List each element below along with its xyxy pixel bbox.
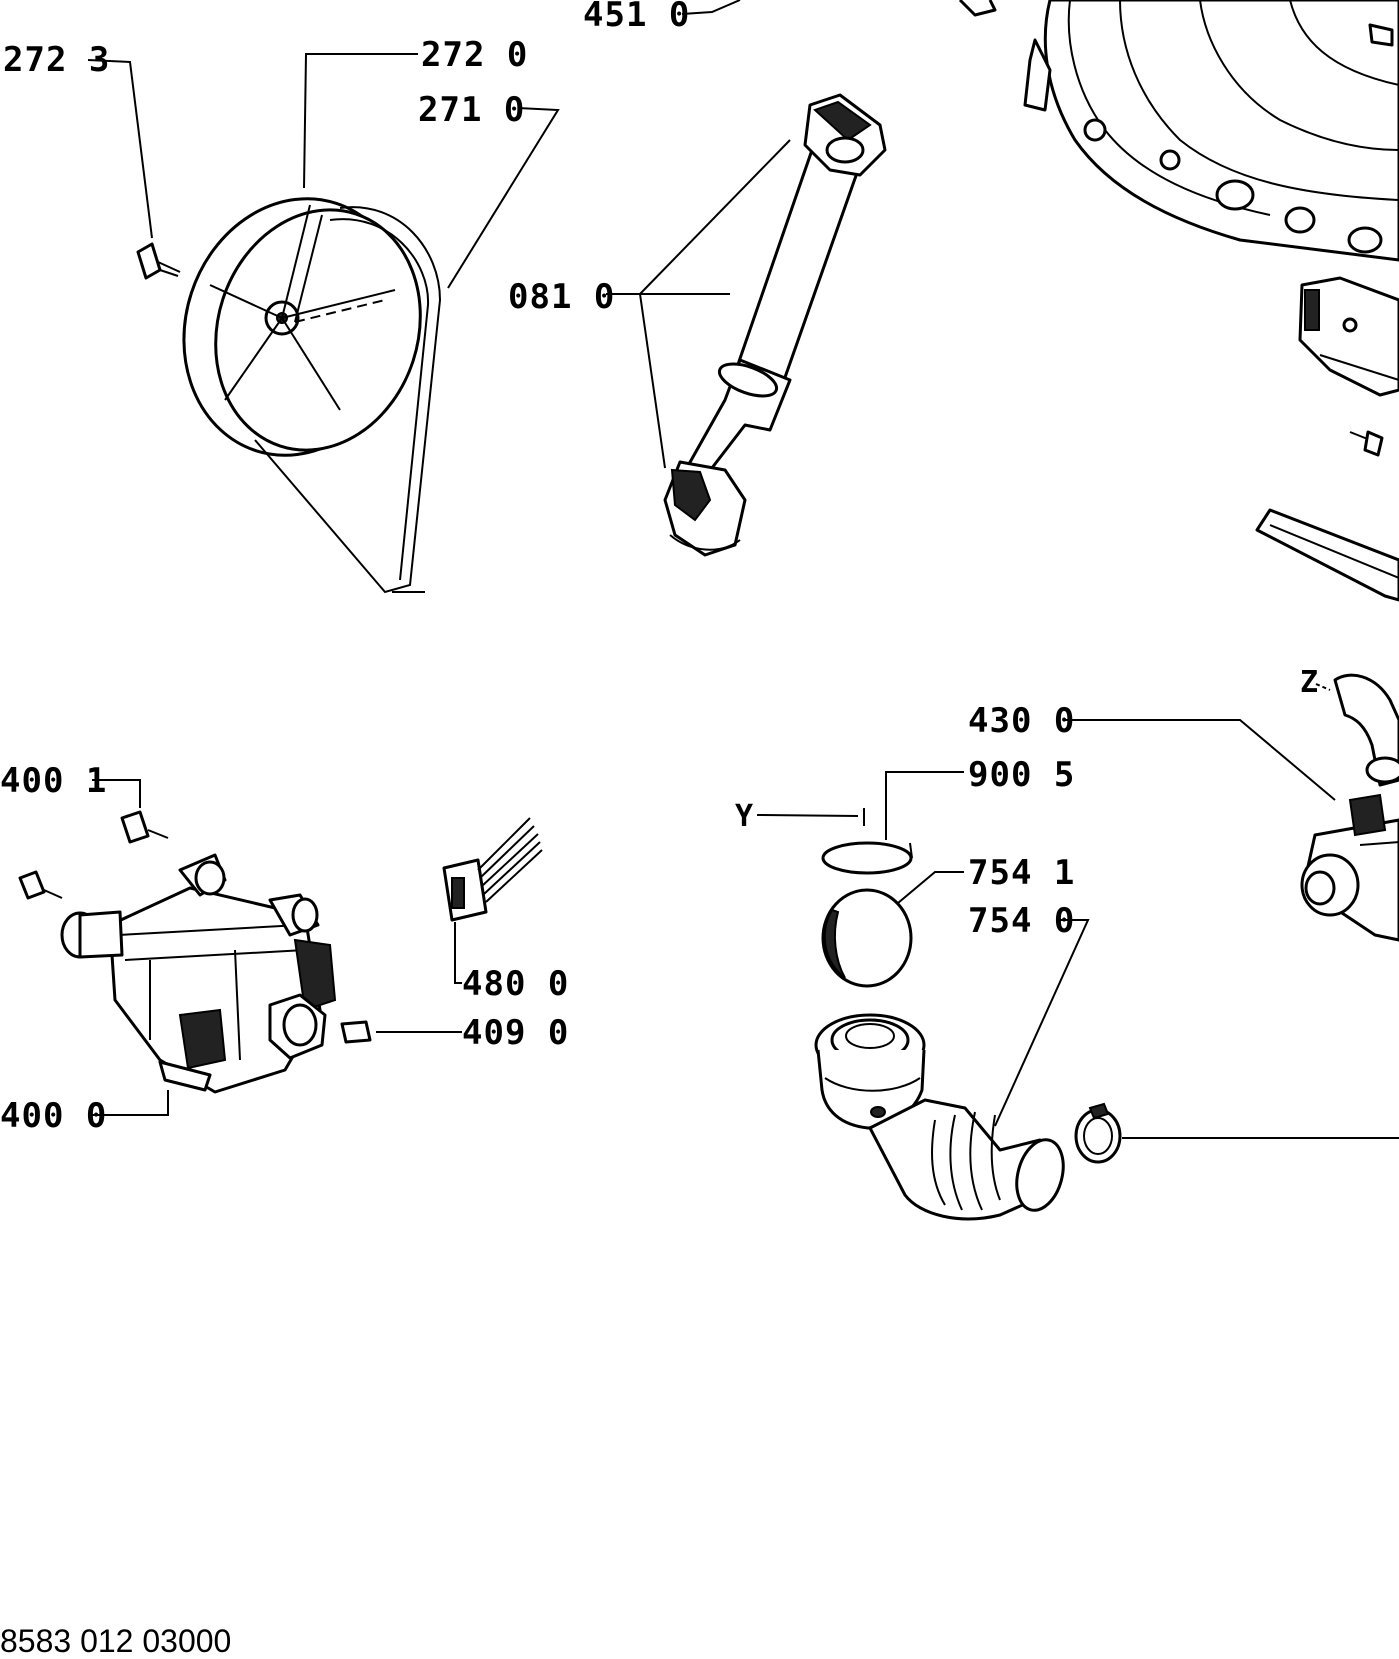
drive-motor: [60, 853, 337, 1094]
drain-ball: [821, 888, 913, 988]
document-number: 8583 012 03000: [0, 1623, 231, 1659]
part-group-400-0: 400 0: [0, 1090, 169, 1136]
label-451-0: 451 0: [583, 0, 690, 35]
pulley-screw: [136, 242, 181, 280]
label-400-0: 400 0: [0, 1096, 107, 1136]
bracket-screw: [1349, 430, 1384, 457]
motor-connector: [442, 817, 543, 922]
part-group-y: Y: [735, 799, 865, 834]
label-271-0: 271 0: [418, 90, 525, 130]
part-group-451-0: 451 0: [583, 0, 741, 35]
label-754-1: 754 1: [968, 853, 1075, 893]
hose-clamp: [1074, 1102, 1399, 1164]
part-group-z: Z: [1300, 665, 1399, 787]
part-group-272-0: 272 0: [303, 35, 528, 189]
label-430-0: 430 0: [968, 701, 1075, 741]
part-group-400-1: 400 1: [0, 761, 169, 900]
part-group-272-3: 272 3: [3, 40, 181, 280]
motor-screw-2: [18, 870, 63, 900]
drain-sump-hose: [814, 1013, 1065, 1221]
motor-screw-1: [120, 810, 169, 844]
part-group-900-5: 900 5: [821, 755, 1075, 875]
motor-brush-clip: [340, 1020, 372, 1044]
part-group-480-0: 480 0: [442, 817, 569, 1004]
part-group-409-0: 409 0: [340, 1013, 569, 1053]
drum-tub: [958, 0, 1399, 262]
label-272-0: 272 0: [421, 35, 528, 75]
drum-pulley: [182, 197, 422, 457]
part-group-754-0: 754 0: [968, 901, 1090, 1127]
o-ring: [821, 841, 913, 875]
label-409-0: 409 0: [462, 1013, 569, 1053]
label-480-0: 480 0: [462, 964, 569, 1004]
label-900-5: 900 5: [968, 755, 1075, 795]
part-group-271-0: 271 0: [418, 90, 560, 289]
part-group-754-1: 754 1: [821, 853, 1075, 988]
drive-belt: [254, 206, 442, 594]
shock-absorber: [663, 93, 887, 557]
tub-bracket: [1298, 276, 1399, 397]
label-400-1: 400 1: [0, 761, 107, 801]
drain-pump: [1300, 793, 1399, 942]
label-081-0: 081 0: [508, 277, 615, 317]
heating-strip: [1255, 508, 1399, 602]
part-group-430-0: 430 0: [968, 701, 1336, 801]
label-z: Z: [1300, 665, 1318, 700]
label-754-0: 754 0: [968, 901, 1075, 941]
label-y: Y: [735, 799, 753, 834]
part-group-081-0: 081 0: [508, 139, 791, 469]
